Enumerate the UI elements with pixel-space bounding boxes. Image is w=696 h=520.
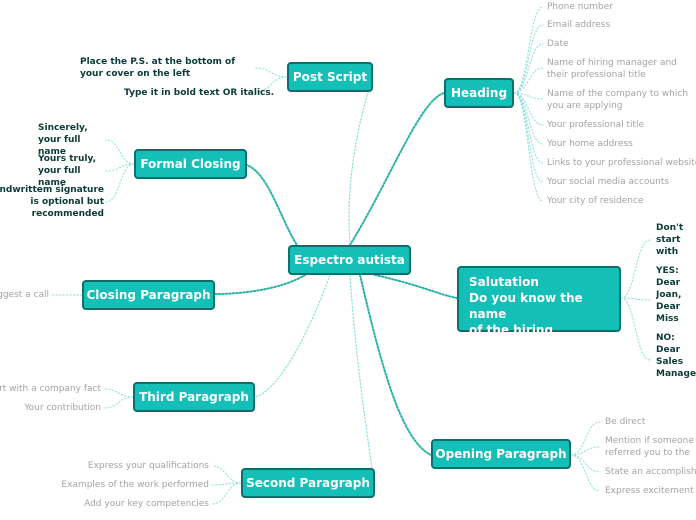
second-paragraph-item: Add your key competencies [84, 499, 209, 509]
heading-item: Name of the company to which you are app… [547, 89, 689, 111]
connector-heading [349, 92, 445, 246]
opening-paragraph-item: Express excitement [605, 486, 694, 496]
post-script-node[interactable]: Post Script [287, 62, 373, 92]
opening-paragraph-item: Be direct [605, 417, 646, 427]
connector-salutation [374, 274, 458, 299]
second-paragraph-label: Second Paragraph [246, 476, 370, 490]
post-script-leaf-connector [254, 67, 288, 78]
opening-paragraph-leaf-connector [570, 454, 601, 473]
heading-item: Your professional title [547, 120, 645, 130]
connector-formal-closing [246, 164, 301, 251]
closing-paragraph-label: Closing Paragraph [86, 288, 211, 302]
second-paragraph-item: Express your qualifications [87, 461, 209, 471]
connector-second-paragraph [349, 274, 373, 469]
center-node[interactable]: Espectro autista [288, 245, 411, 275]
heading-leaf-connector [513, 6, 544, 94]
opening-paragraph-item: State an accomplishment [605, 467, 696, 477]
opening-paragraph-leaf-connector [570, 446, 601, 456]
formal-closing-leaf-connector [105, 163, 135, 172]
opening-paragraph-leaf-connector [570, 421, 601, 456]
post-script-item: Type it in bold text OR italics. [124, 88, 275, 98]
heading-leaf-connector [513, 92, 544, 202]
post-script-leaf-connector [254, 76, 288, 93]
heading-item: Your city of residence [547, 196, 644, 206]
heading-leaf-connector [513, 24, 544, 94]
closing-paragraph-item: Suggest a call [0, 290, 49, 300]
heading-item: Links to your professional website [547, 158, 696, 168]
third-paragraph-item: Your contribution [24, 403, 101, 413]
salutation-label-line1: Salutation [469, 275, 539, 289]
salutation-item: Don't start with "Dear Sir or Madam" or … [656, 223, 684, 257]
heading-node[interactable]: Heading [444, 78, 514, 108]
third-paragraph-leaf-connector [103, 396, 134, 409]
center-node-label: Espectro autista [294, 253, 405, 267]
salutation-node[interactable]: Salutation Do you know the name of the h… [457, 266, 621, 353]
formal-closing-label: Formal Closing [140, 157, 241, 171]
opening-paragraph-label: Opening Paragraph [435, 447, 567, 461]
third-paragraph-item: Start with a company fact [0, 384, 101, 394]
opening-paragraph-leaf-connector [570, 454, 601, 492]
second-paragraph-node[interactable]: Second Paragraph [241, 468, 375, 498]
heading-item: Your social media accounts [547, 177, 670, 187]
salutation-item: YES: Dear Joan, Dear Miss Jones, Dear Ms… [656, 266, 682, 324]
heading-item: Email address [547, 20, 611, 30]
salutation-label-line2: Do you know the name [469, 291, 583, 321]
second-paragraph-item: Examples of the work performed [61, 480, 209, 490]
heading-item: Phone number [547, 2, 613, 12]
connector-opening-paragraph [359, 274, 432, 456]
salutation-leaf-connector [620, 297, 651, 361]
heading-item: Your home address [547, 139, 633, 149]
opening-paragraph-node[interactable]: Opening Paragraph [431, 439, 571, 469]
formal-closing-leaf-connector [105, 139, 135, 165]
salutation-item: NO: Dear Sales Manager, Dear Hiring Mana… [656, 333, 696, 379]
connector-closing-paragraph [214, 274, 306, 295]
salutation-leaf-connector [620, 239, 651, 299]
heading-leaf-connector [513, 92, 544, 164]
heading-leaf-connector [513, 92, 544, 183]
formal-closing-item: Yours truly, your full name [38, 154, 97, 188]
second-paragraph-leaf-connector [211, 482, 242, 486]
second-paragraph-leaf-connector [211, 482, 242, 505]
formal-closing-node[interactable]: Formal Closing [134, 149, 247, 179]
second-paragraph-leaf-connector [211, 465, 242, 484]
connector-post-script [348, 91, 369, 246]
formal-closing-item: Handwrittem signature is optional but re… [0, 185, 104, 219]
heading-item: Name of hiring manager and their profess… [547, 58, 677, 80]
formal-closing-leaf-connector [105, 163, 135, 203]
heading-label: Heading [450, 86, 508, 100]
post-script-item: Place the P.S. at the bottom of your cov… [80, 57, 236, 79]
salutation-leaf-connector [620, 297, 651, 301]
third-paragraph-label: Third Paragraph [139, 390, 249, 404]
formal-closing-item: Sincerely, your full name [38, 123, 88, 157]
post-script-label: Post Script [292, 70, 368, 84]
heading-item: Date [547, 39, 569, 49]
third-paragraph-node[interactable]: Third Paragraph [133, 382, 255, 412]
salutation-label-line3: of the hiring manager? [469, 323, 554, 353]
third-paragraph-leaf-connector [103, 388, 134, 398]
opening-paragraph-item: Mention if someone referred you to the p… [605, 436, 694, 458]
closing-paragraph-node[interactable]: Closing Paragraph [82, 280, 215, 310]
heading-leaf-connector [513, 92, 544, 100]
heading-leaf-connector [513, 43, 544, 94]
heading-leaf-connector [513, 67, 544, 94]
connector-third-paragraph [254, 274, 331, 398]
